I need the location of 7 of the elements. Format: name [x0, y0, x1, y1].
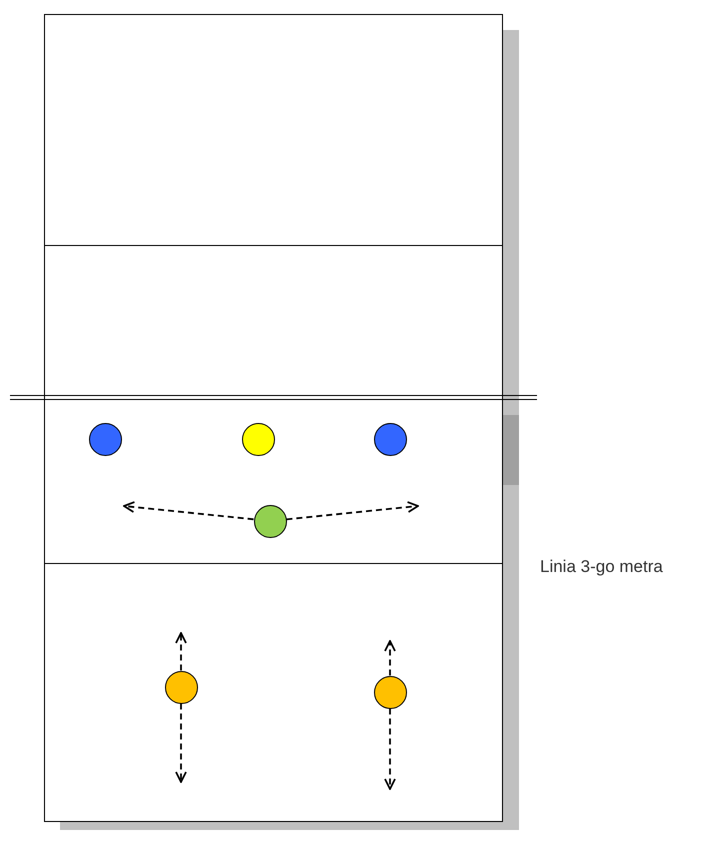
movement-arrow	[175, 632, 187, 670]
movement-arrow	[384, 708, 396, 790]
movement-arrow	[123, 501, 254, 520]
line-label: Linia 3-go metra	[540, 557, 663, 577]
movement-arrow	[175, 704, 187, 783]
movement-arrow	[384, 640, 396, 676]
movement-arrow	[286, 501, 419, 520]
